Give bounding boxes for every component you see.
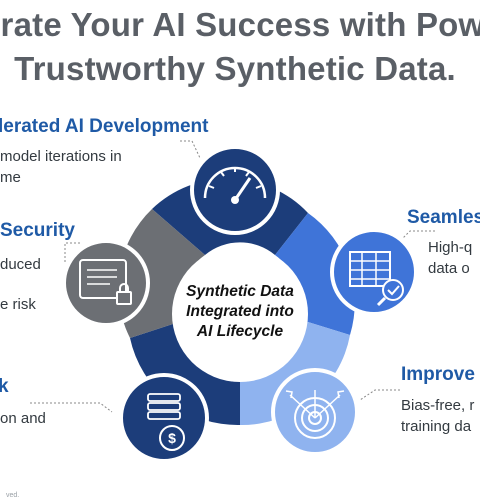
- segment-desc-improve-1: Bias-free, r: [401, 397, 475, 414]
- leader-line-left: [64, 242, 80, 262]
- svg-text:$: $: [168, 430, 176, 446]
- segment-desc-development-2: me: [0, 169, 21, 186]
- segment-desc-seamless-1: High-q: [428, 239, 473, 256]
- target-arrows-icon: [271, 368, 359, 456]
- center-label: Synthetic Data Integrated into AI Lifecy…: [170, 282, 310, 342]
- page-title-line-1: erate Your AI Success with Pow: [0, 6, 480, 43]
- segment-title-development: lerated AI Development: [0, 116, 209, 137]
- segment-title-seamless: Seamles: [407, 207, 480, 228]
- segment-desc-seamless-2: data o: [428, 260, 470, 277]
- leader-line-top: [180, 140, 201, 159]
- secure-document-lock-icon: [62, 239, 150, 327]
- segment-title-risk: k: [0, 376, 9, 397]
- center-label-line-2: Integrated into: [186, 303, 294, 320]
- segment-desc-security-2: e risk: [0, 296, 36, 313]
- page-title-line-2: Trustworthy Synthetic Data.: [14, 50, 456, 87]
- ring-segment-right: [275, 213, 355, 335]
- segment-desc-security-1: duced: [0, 256, 41, 273]
- leader-line-bottom-right: [359, 389, 400, 401]
- ring-segment-bottom-left: [130, 320, 240, 426]
- cost-stack-dollar-icon: $: [119, 373, 209, 463]
- leader-line-bottom-left: [30, 402, 113, 413]
- center-label-line-3: AI Lifecycle: [196, 323, 284, 340]
- spreadsheet-check-icon: [330, 228, 418, 316]
- center-circle: [172, 246, 308, 382]
- segment-title-improve: Improve: [401, 364, 475, 385]
- center-label-line-1: Synthetic Data: [186, 283, 294, 300]
- footer-text: ved.: [6, 492, 20, 499]
- segment-desc-improve-2: training da: [401, 418, 472, 435]
- segment-title-security: Security: [0, 220, 75, 241]
- speedometer-icon: [190, 145, 280, 235]
- segment-desc-risk-1: on and: [0, 410, 46, 427]
- ring-segment-bottom-right: [240, 318, 350, 426]
- segment-desc-development-1: model iterations in: [0, 148, 122, 165]
